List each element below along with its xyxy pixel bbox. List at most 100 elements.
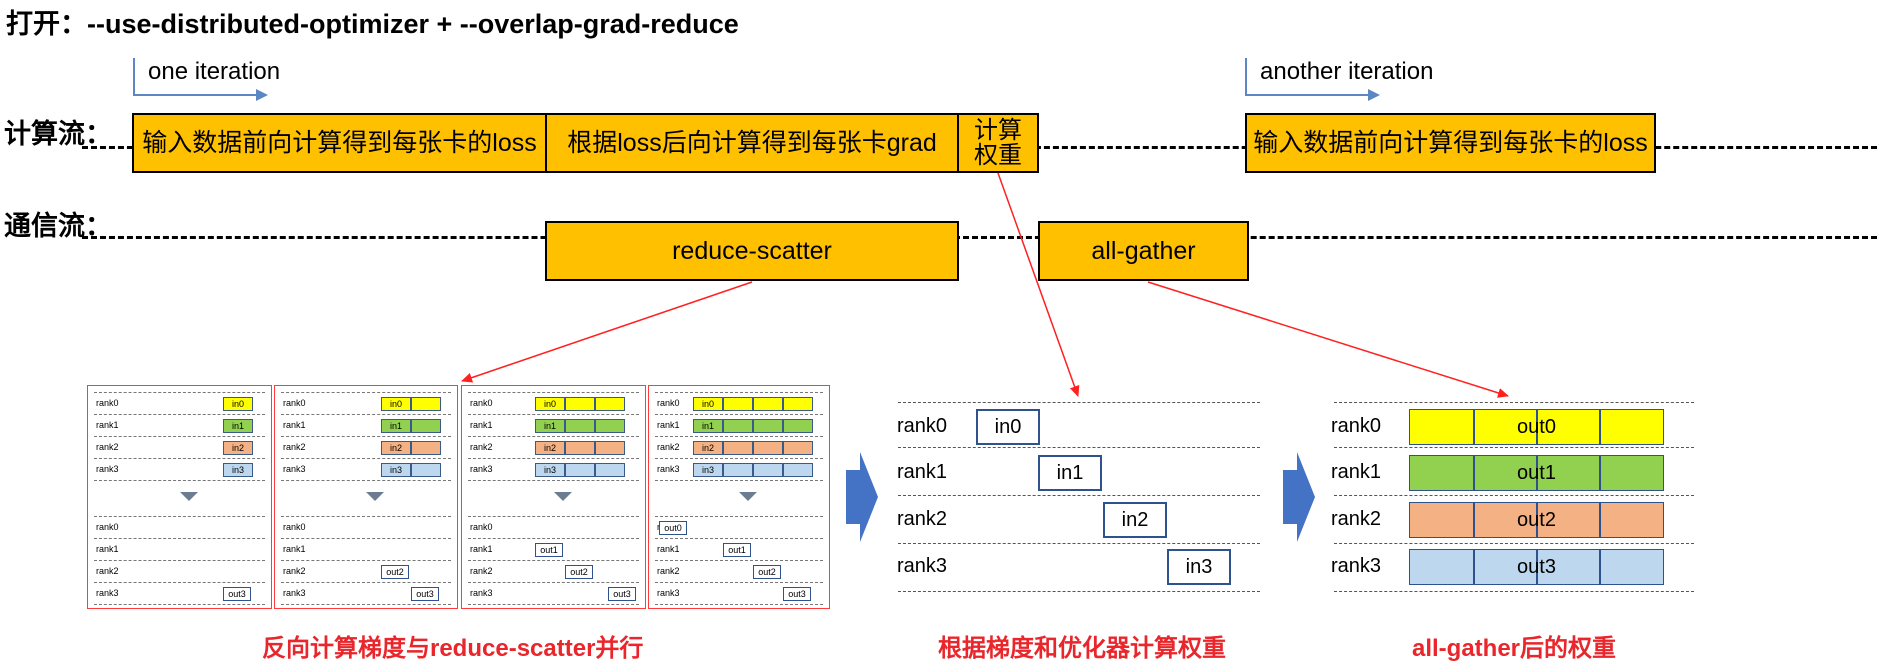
input-chip [411, 397, 441, 411]
input-chip [783, 441, 813, 455]
input-chip [723, 441, 753, 455]
input-chip [753, 441, 783, 455]
arrow-right-icon [1368, 89, 1380, 101]
input-chip [783, 463, 813, 477]
output-chip: out0 [659, 521, 687, 535]
arrow-down-icon [179, 492, 198, 501]
rank-label: rank3 [96, 464, 119, 474]
arrow-down-icon [553, 492, 572, 501]
rank-label: rank2 [897, 508, 948, 530]
rank-label: rank3 [96, 588, 119, 598]
rank-label: rank2 [96, 566, 119, 576]
rank-label: rank3 [470, 464, 493, 474]
input-chip: in2 [535, 441, 565, 455]
rank-label: rank2 [657, 566, 680, 576]
arrow-right-icon [256, 89, 268, 101]
iteration-start-marker-2 [1245, 58, 1247, 96]
compute-stream-label: 计算流： [4, 119, 112, 149]
iteration-arrow-2 [1245, 94, 1370, 96]
rank-label: rank1 [96, 420, 119, 430]
input-chip [565, 463, 595, 477]
rank-label: rank2 [283, 442, 306, 452]
input-chip [595, 441, 625, 455]
input-chip [723, 463, 753, 477]
rank-label: rank3 [657, 588, 680, 598]
output-label: out3 [1517, 555, 1556, 578]
input-chip: in2 [223, 441, 253, 455]
rank-label: rank3 [657, 464, 680, 474]
rank-label: rank1 [283, 544, 306, 554]
rank-label: rank1 [657, 544, 680, 554]
input-chip: in2 [693, 441, 723, 455]
arrow-down-icon [739, 492, 757, 501]
arrow-right-icon [1283, 452, 1315, 542]
rank-label: rank2 [657, 442, 680, 452]
output-chip: out1 [535, 543, 563, 557]
rank-label: rank0 [470, 522, 493, 532]
rank-label: rank0 [283, 522, 306, 532]
output-bar: out1 [1409, 455, 1664, 491]
output-chip: out3 [223, 587, 251, 601]
input-chip: in1 [381, 419, 411, 433]
reduce-scatter-box: reduce-scatter [545, 221, 959, 281]
iteration-arrow [133, 94, 258, 96]
output-chip: out3 [411, 587, 439, 601]
rank-label: rank1 [657, 420, 680, 430]
input-chip [411, 441, 441, 455]
rank-label: rank0 [283, 398, 306, 408]
input-chip [723, 397, 753, 411]
weight-to-result-arrow [997, 172, 1080, 397]
forward-compute-box-2: 输入数据前向计算得到每张卡的loss [1245, 113, 1656, 173]
input-chip: in0 [535, 397, 565, 411]
output-chip: out2 [565, 565, 593, 579]
iteration-start-marker [133, 58, 135, 96]
output-chip: out1 [723, 543, 751, 557]
rank-label: rank0 [897, 415, 948, 437]
output-bar: out2 [1409, 502, 1664, 538]
rank-label: rank0 [470, 398, 493, 408]
rank-label: rank2 [1331, 508, 1382, 530]
input-chip: in2 [381, 441, 411, 455]
input-chip [595, 419, 625, 433]
rank-label: rank0 [1331, 415, 1382, 437]
caption-weight-compute: 根据梯度和优化器计算权重 [938, 635, 1226, 662]
input-chip [753, 463, 783, 477]
input-chip [723, 419, 753, 433]
input-chip [595, 463, 625, 477]
input-chip: in1 [693, 419, 723, 433]
input-chip [565, 397, 595, 411]
input-chip [595, 397, 625, 411]
input-chip: in3 [535, 463, 565, 477]
rank-label: rank0 [657, 398, 680, 408]
output-chip: out2 [381, 565, 409, 579]
page-title: 打开：--use-distributed-optimizer + --overl… [6, 9, 739, 39]
rank-label: rank3 [470, 588, 493, 598]
rank-label: rank1 [283, 420, 306, 430]
caption-reduce-scatter: 反向计算梯度与reduce-scatter并行 [262, 635, 644, 662]
output-bar: out0 [1409, 409, 1664, 445]
rank-label: rank0 [96, 398, 119, 408]
input-chip: in0 [976, 409, 1040, 445]
backward-compute-box: 根据loss后向计算得到每张卡grad [545, 113, 959, 173]
input-chip: in1 [1038, 455, 1102, 491]
input-chip [411, 419, 441, 433]
arrow-down-icon [366, 492, 384, 501]
input-chip: in3 [693, 463, 723, 477]
input-chip [565, 419, 595, 433]
rank-label: rank1 [96, 544, 119, 554]
reduce-scatter-step-panel: rank0in0rank1in1rank2in2rank3in3rank0out… [648, 385, 830, 609]
rank-label: rank0 [96, 522, 119, 532]
all-gather-box: all-gather [1038, 221, 1249, 281]
output-bar: out3 [1409, 549, 1664, 585]
input-chip: in0 [381, 397, 411, 411]
weight-compute-box: 计算权重 [957, 113, 1039, 173]
comm-stream-divider [82, 236, 1877, 239]
forward-compute-box: 输入数据前向计算得到每张卡的loss [132, 113, 547, 173]
input-chip [411, 463, 441, 477]
another-iteration-label: another iteration [1260, 58, 1434, 85]
input-chip [783, 419, 813, 433]
